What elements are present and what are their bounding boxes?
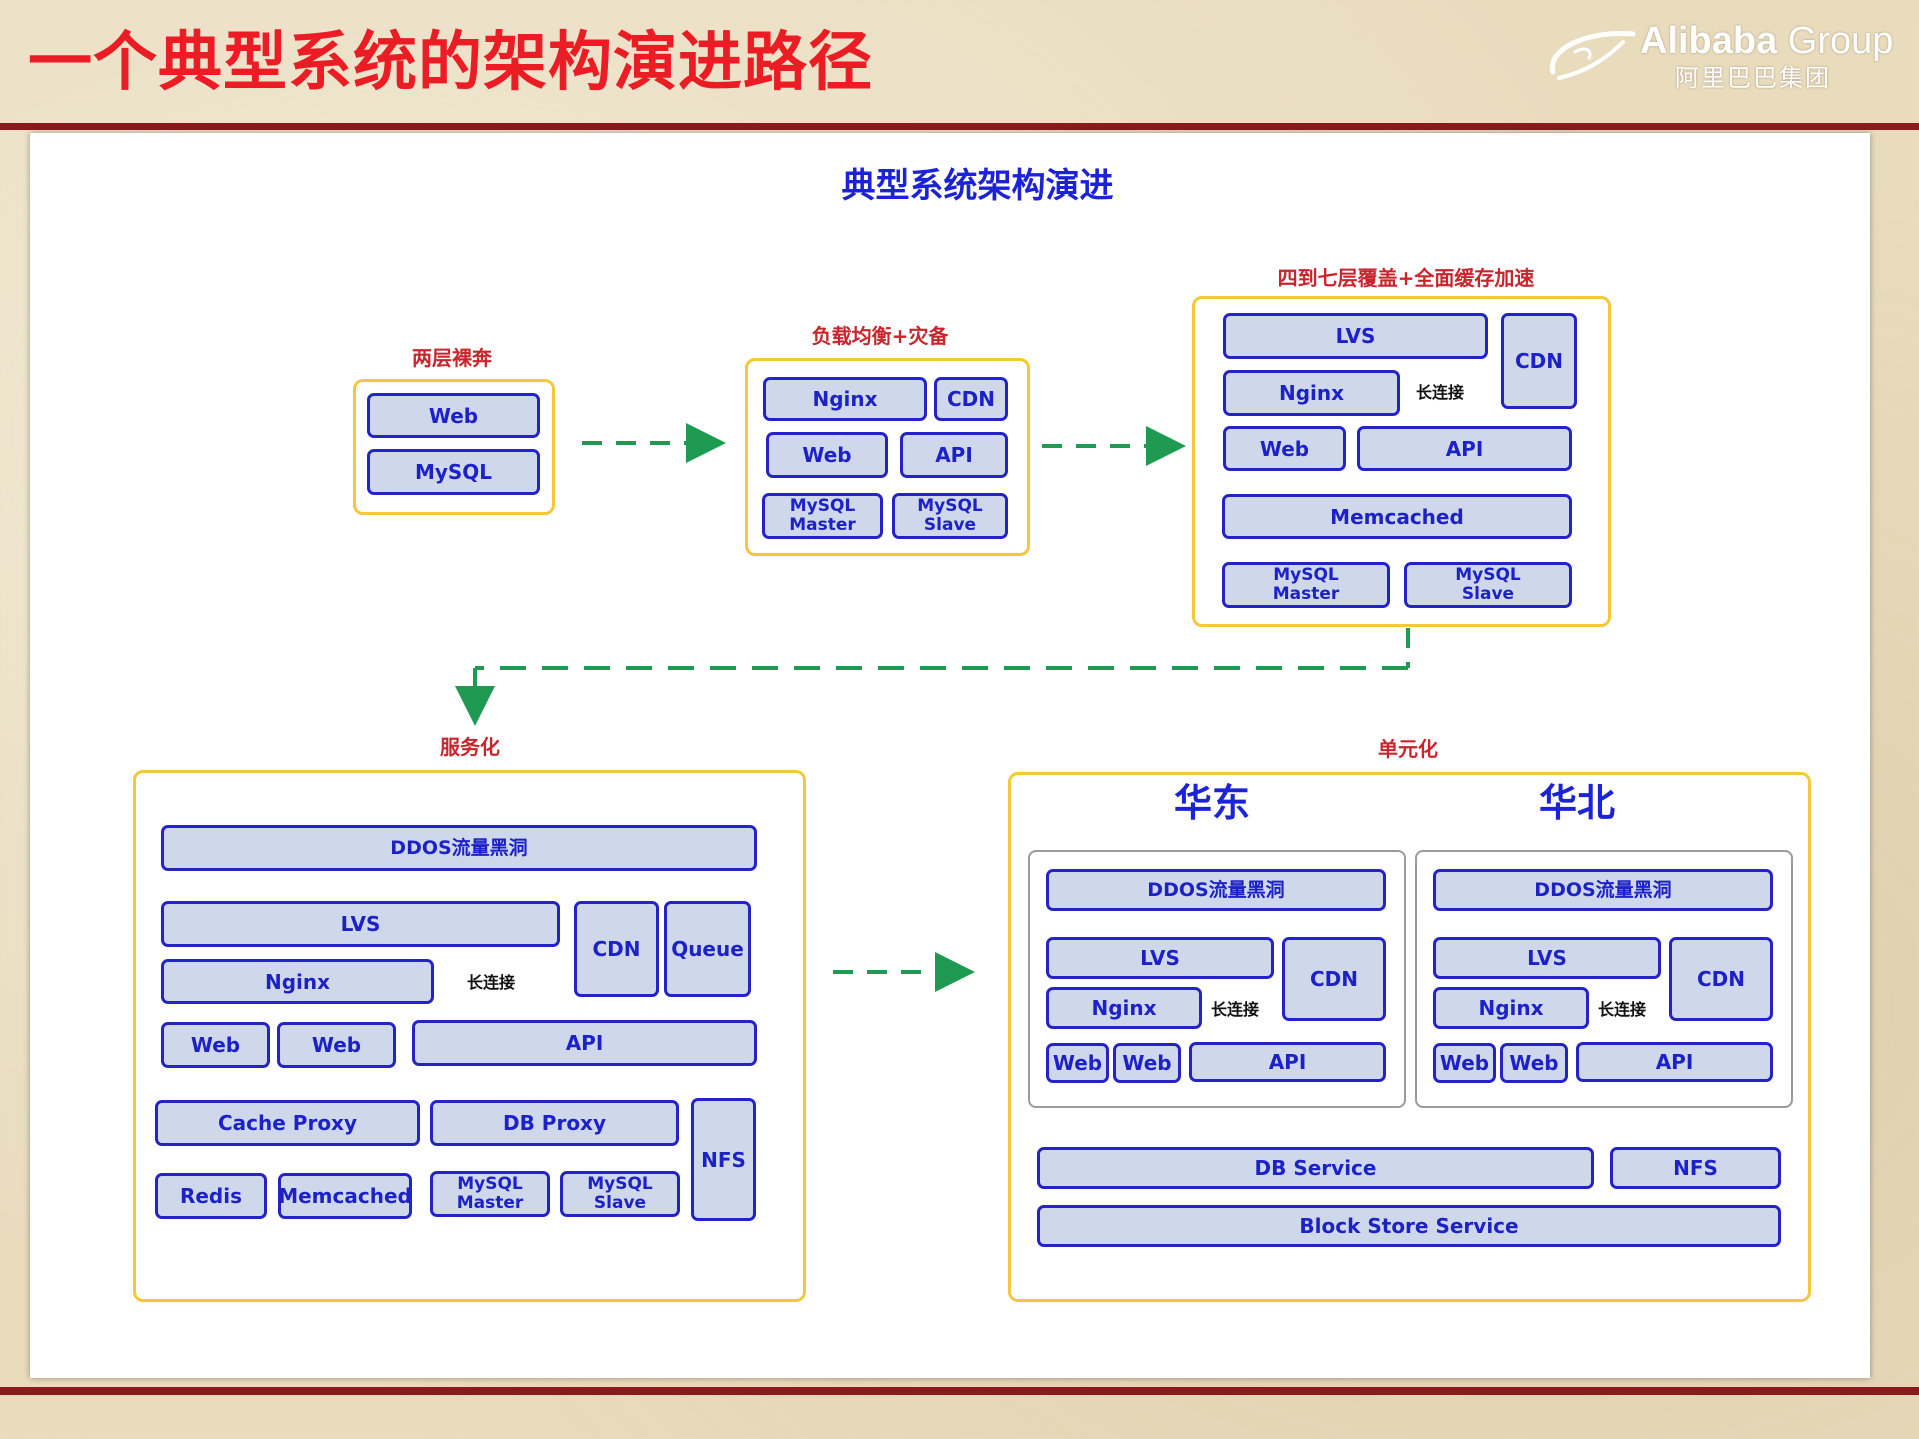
region-east-connector-label: 长连接 xyxy=(1207,995,1263,1021)
region-east-web-box-2: Web xyxy=(1113,1043,1181,1083)
stage4-nfs-box: NFS xyxy=(691,1098,756,1221)
slide-title: 一个典型系统的架构演进路径 xyxy=(28,26,873,100)
region-north-cdn-box: CDN xyxy=(1669,937,1773,1021)
stage1-web-box: Web xyxy=(367,393,540,438)
stage4-cdn-box: CDN xyxy=(574,901,659,997)
alibaba-group-logo: Alibaba Group 阿里巴巴集团 xyxy=(1545,20,1915,92)
stage5-nfs-box: NFS xyxy=(1610,1147,1781,1189)
stage2-label: 负载均衡+灾备 xyxy=(811,324,949,348)
logo-text-cn: 阿里巴巴集团 xyxy=(1675,64,1831,92)
logo-text-en: Alibaba Group xyxy=(1640,20,1894,62)
region-east-lvs-box: LVS xyxy=(1046,937,1274,979)
stage2-nginx-box: Nginx xyxy=(763,377,927,421)
region-east-api-box: API xyxy=(1189,1042,1386,1082)
stage4-lvs-box: LVS xyxy=(161,901,560,947)
region-east-ddos-box: DDOS流量黑洞 xyxy=(1046,869,1386,911)
stage4-mysql-master-box: MySQL Master xyxy=(430,1171,550,1217)
stage3-lvs-box: LVS xyxy=(1223,313,1488,359)
region-north-lvs-box: LVS xyxy=(1433,937,1661,979)
alibaba-smile-icon xyxy=(1549,30,1636,80)
stage4-web-box-1: Web xyxy=(161,1022,270,1068)
stage3-label: 四到七层覆盖+全面缓存加速 xyxy=(1277,266,1535,290)
region-east-title: 华东 xyxy=(1173,781,1251,825)
stage2-mysql-master-box: MySQL Master xyxy=(762,493,883,539)
stage4-queue-box: Queue xyxy=(664,901,751,997)
stage4-memcached-box: Memcached xyxy=(278,1173,412,1219)
stage3-memcached-box: Memcached xyxy=(1222,494,1572,539)
stage3-mysql-master-box: MySQL Master xyxy=(1222,562,1390,608)
region-north-web-box-2: Web xyxy=(1500,1043,1568,1083)
region-east-web-box-1: Web xyxy=(1046,1043,1109,1083)
region-east-nginx-box: Nginx xyxy=(1046,987,1202,1029)
diagram-title: 典型系统架构演进 xyxy=(841,166,1114,206)
stage4-ddos-box: DDOS流量黑洞 xyxy=(161,825,757,871)
stage4-mysql-slave-box: MySQL Slave xyxy=(560,1171,680,1217)
top-rule xyxy=(0,123,1919,130)
stage4-db-proxy-box: DB Proxy xyxy=(430,1100,679,1146)
stage2-web-box: Web xyxy=(766,432,888,478)
stage5-label: 单元化 xyxy=(1378,737,1438,761)
stage3-mysql-slave-box: MySQL Slave xyxy=(1404,562,1572,608)
stage5-db-service-box: DB Service xyxy=(1037,1147,1594,1189)
region-north-web-box-1: Web xyxy=(1433,1043,1496,1083)
region-north-connector-label: 长连接 xyxy=(1594,995,1650,1021)
stage4-web-box-2: Web xyxy=(277,1022,396,1068)
region-north-nginx-box: Nginx xyxy=(1433,987,1589,1029)
region-east-cdn-box: CDN xyxy=(1282,937,1386,1021)
stage1-label: 两层裸奔 xyxy=(412,346,492,370)
stage4-api-box: API xyxy=(412,1020,757,1066)
stage2-mysql-slave-box: MySQL Slave xyxy=(892,493,1008,539)
stage5-block-store-box: Block Store Service xyxy=(1037,1205,1781,1247)
stage3-web-box: Web xyxy=(1223,426,1346,471)
stage4-cache-proxy-box: Cache Proxy xyxy=(155,1100,420,1146)
stage2-cdn-box: CDN xyxy=(934,377,1008,421)
stage2-api-box: API xyxy=(900,432,1008,478)
stage3-connector-label: 长连接 xyxy=(1412,378,1468,404)
stage3-api-box: API xyxy=(1357,426,1572,471)
arrow-stage3-to-stage4 xyxy=(455,628,1410,726)
bottom-rule xyxy=(0,1387,1919,1395)
stage4-connector-label: 长连接 xyxy=(463,968,519,994)
region-north-title: 华北 xyxy=(1538,781,1616,825)
region-north-ddos-box: DDOS流量黑洞 xyxy=(1433,869,1773,911)
stage4-label: 服务化 xyxy=(440,735,500,759)
stage4-redis-box: Redis xyxy=(155,1173,267,1219)
stage3-cdn-box: CDN xyxy=(1501,313,1577,409)
stage4-nginx-box: Nginx xyxy=(161,959,434,1004)
region-north-api-box: API xyxy=(1576,1042,1773,1082)
stage1-mysql-box: MySQL xyxy=(367,449,540,495)
stage3-nginx-box: Nginx xyxy=(1223,370,1400,416)
